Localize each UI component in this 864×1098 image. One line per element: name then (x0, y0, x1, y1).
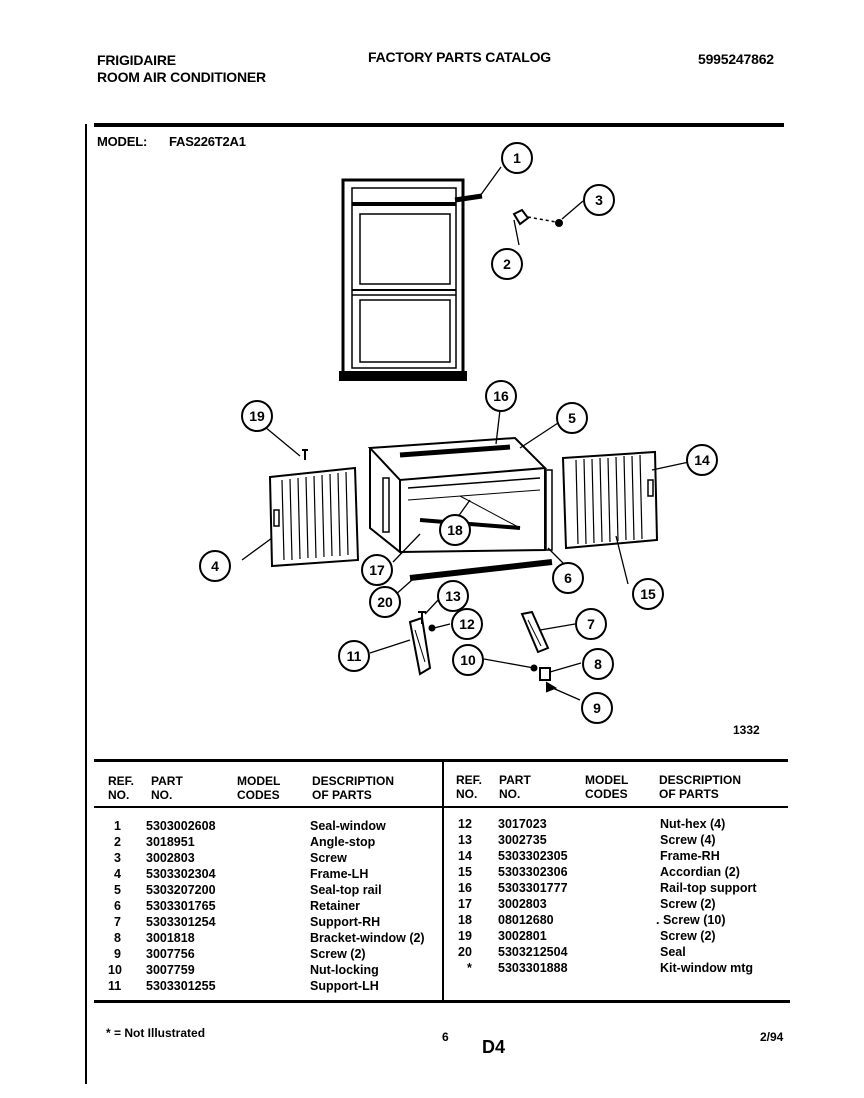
model-number: FAS226T2A1 (169, 134, 246, 149)
callout-8: 8 (582, 648, 614, 680)
callout-17: 17 (361, 554, 393, 586)
callout-15: 15 (632, 578, 664, 610)
table-top-rule (94, 759, 788, 762)
page-number: 6 (442, 1030, 449, 1044)
header-ref-no-right: REF.NO. (456, 773, 483, 801)
page-border-left (85, 124, 87, 1084)
section-code: D4 (482, 1037, 506, 1057)
callout-2: 2 (491, 248, 523, 280)
callout-3: 3 (583, 184, 615, 216)
catalog-number: 5995247862 (698, 51, 774, 67)
header-rule-left (94, 806, 442, 808)
callout-20: 20 (369, 586, 401, 618)
callout-13: 13 (437, 580, 469, 612)
table-divider (442, 760, 444, 1000)
callout-18: 18 (439, 514, 471, 546)
callout-6: 6 (552, 562, 584, 594)
exploded-parts-diagram (241, 166, 690, 701)
callout-10: 10 (452, 644, 484, 676)
callout-1: 1 (501, 142, 533, 174)
revision-date: 2/94 (760, 1030, 784, 1044)
callout-11: 11 (338, 640, 370, 672)
callout-19: 19 (241, 400, 273, 432)
product-name: ROOM AIR CONDITIONER (97, 69, 266, 85)
callout-5: 5 (556, 402, 588, 434)
table-bottom-rule (94, 1000, 790, 1003)
callout-16: 16 (485, 380, 517, 412)
brand: FRIGIDAIRE (97, 52, 176, 68)
callout-7: 7 (575, 608, 607, 640)
callout-9: 9 (581, 692, 613, 724)
header-ref-no-left: REF.NO. (108, 774, 135, 802)
header-rule (94, 123, 784, 127)
callout-14: 14 (686, 444, 718, 476)
model-label: MODEL: (97, 134, 148, 149)
callout-4: 4 (199, 550, 231, 582)
callout-12: 12 (451, 608, 483, 640)
window-frame (341, 178, 465, 377)
diagram-code: 1332 (733, 723, 760, 737)
catalog-title: FACTORY PARTS CATALOG (368, 49, 551, 65)
not-illustrated-note: * = Not Illustrated (106, 1026, 206, 1040)
header-rule-right (444, 806, 788, 808)
